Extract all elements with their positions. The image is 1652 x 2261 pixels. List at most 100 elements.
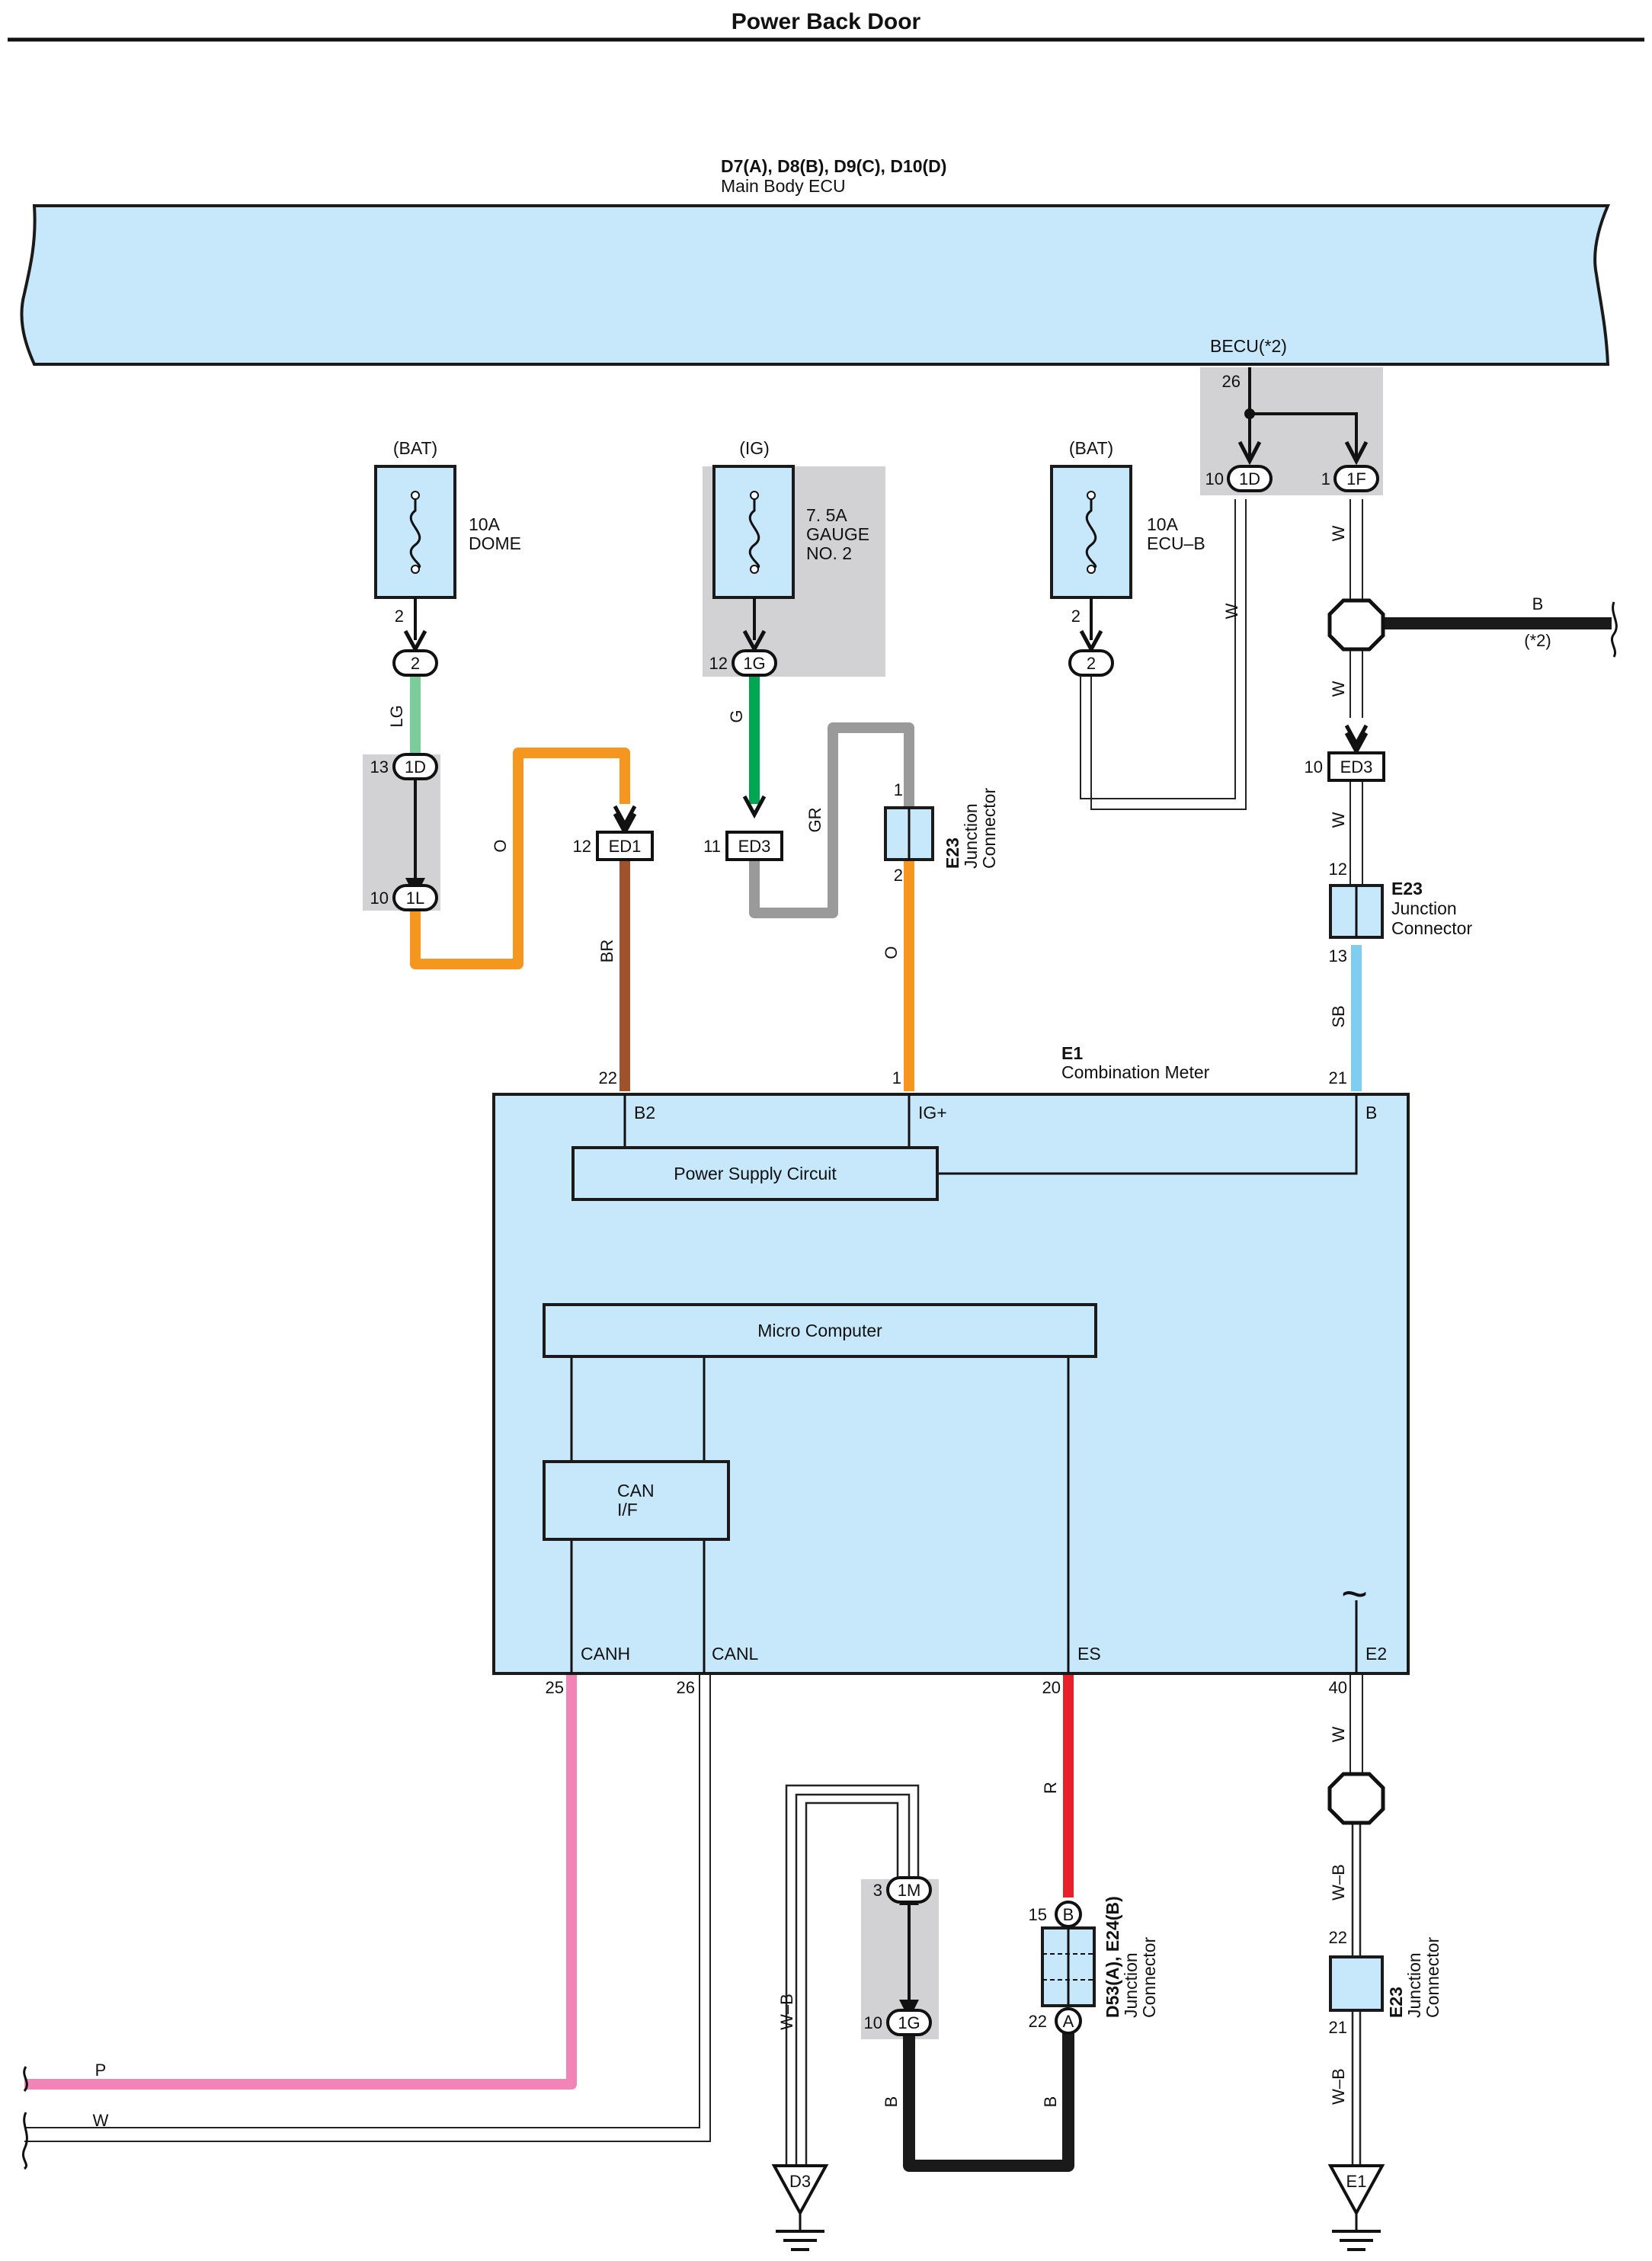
conn-b-circle: B [1055,1901,1082,1928]
conn-a-circle: A [1055,2007,1082,2035]
svg-text:W–B: W–B [1329,1864,1348,1901]
fuse-dome-amp: 10A [469,514,501,534]
svg-text:40: 40 [1329,1678,1347,1697]
svg-text:B: B [882,2096,901,2108]
wire-o-dome [410,748,630,969]
svg-text:ED3: ED3 [738,837,771,856]
wire-p [24,1673,577,2090]
svg-text:12: 12 [1329,860,1347,879]
svg-text:B: B [1532,594,1544,613]
conn-1d-dome: 1D [392,753,438,780]
svg-text:Connector: Connector [1391,918,1472,938]
svg-text:26: 26 [1222,372,1241,391]
svg-text:21: 21 [1329,2018,1347,2037]
svg-text:E23: E23 [943,837,962,869]
terminal-b2: B2 [634,1103,655,1122]
fuse-gauge: (IG) 7. 5A GAUGE NO. 2 [712,438,869,640]
arrow-1d-ecu [1237,440,1262,466]
svg-text:1: 1 [892,1068,901,1087]
svg-text:12: 12 [709,654,728,673]
svg-text:B: B [1041,2096,1060,2108]
fuse-ecub-source: (BAT) [1069,438,1113,458]
ground-d3: D3 [771,2164,829,2251]
svg-text:13: 13 [1329,946,1347,966]
svg-text:22: 22 [599,1068,617,1087]
conn-2-dome: 2 [392,649,438,677]
fuse-ecub-name: ECU–B [1147,533,1205,553]
svg-text:GR: GR [805,808,824,833]
page-title: Power Back Door [732,9,921,34]
svg-text:E23: E23 [1386,1987,1406,2018]
terminal-b: B [1365,1103,1377,1122]
svg-text:ED3: ED3 [1340,757,1373,777]
meter-code: E1 [1061,1043,1083,1063]
junction-e23-bottom-box [1329,1955,1384,2012]
svg-text:Junction: Junction [1391,898,1457,918]
svg-text:2: 2 [1087,654,1096,673]
conn-2-ecub: 2 [1068,649,1114,677]
svg-text:SB: SB [1329,1005,1348,1027]
fuse-gauge-name: GAUGE [806,524,869,544]
svg-text:R: R [1041,1782,1060,1794]
fuse-dome-source: (BAT) [393,438,437,458]
wire-labels: LG O BR G GR O W W W W SB R W W–B W–B W–… [93,525,1551,2130]
svg-text:Connector: Connector [1139,1937,1159,2018]
conn-1m: 1M [886,1876,932,1904]
can-if-label-1: CAN [617,1481,655,1500]
micro-computer-label: Micro Computer [757,1321,882,1340]
ground-e1: E1 [1327,2164,1385,2251]
svg-text:W: W [1222,603,1241,619]
becu-label: BECU(*2) [1210,336,1287,356]
main-body-ecu-box [20,204,1611,366]
fuse-gauge-source: (IG) [739,438,770,458]
svg-text:1G: 1G [743,654,765,673]
svg-text:W–B: W–B [1329,2068,1348,2105]
power-supply-circuit-label: Power Supply Circuit [674,1164,837,1183]
conn-ed3-right: ED3 [1327,751,1385,782]
svg-text:P: P [95,2061,107,2080]
terminal-e2: E2 [1365,1644,1387,1664]
svg-text:22: 22 [1329,1928,1347,1947]
svg-text:G: G [727,709,746,722]
fuse-dome-name: DOME [469,533,521,553]
svg-text:D3: D3 [789,2172,811,2191]
wire-break-right [1610,601,1618,658]
svg-text:D53(A), E24(B): D53(A), E24(B) [1103,1896,1122,2018]
svg-text:Junction: Junction [1404,1952,1424,2018]
svg-text:W: W [1329,525,1348,541]
conn-ed3-gauge: ED3 [725,831,783,861]
svg-text:11: 11 [703,837,721,856]
terminal-es: ES [1077,1644,1101,1664]
splice-octagon-bottom [1327,1772,1385,1825]
junction-d53-label: D53(A), E24(B) Junction Connector [1103,1896,1159,2018]
svg-text:2: 2 [1071,607,1081,626]
ecu-name: Main Body ECU [721,176,846,196]
fuse-gauge-amp: 7. 5A [806,505,847,525]
svg-text:E1: E1 [1346,2172,1367,2191]
terminal-canh: CANH [581,1644,630,1664]
junction-e23-right-box [1329,884,1384,939]
svg-text:B: B [1063,1905,1074,1924]
svg-text:21: 21 [1329,1068,1347,1087]
svg-text:1: 1 [1321,469,1330,488]
svg-text:15: 15 [1029,1905,1047,1924]
svg-text:10: 10 [370,889,389,908]
svg-text:2: 2 [395,607,404,626]
svg-text:W–B: W–B [777,1994,796,2030]
svg-text:2: 2 [411,654,420,673]
svg-text:1D: 1D [1239,469,1260,488]
svg-text:1L: 1L [406,889,424,908]
wire-gr [749,722,914,918]
ecu-split-node [1244,408,1255,419]
junction-e23-top-label: E23 Junction Connector [943,788,999,869]
arrow-1f-ecu [1344,440,1369,466]
svg-text:1M: 1M [898,1881,921,1900]
wb-wires [785,1784,1362,2164]
svg-text:2: 2 [894,866,903,885]
svg-text:20: 20 [1042,1678,1061,1697]
svg-text:ED1: ED1 [609,837,642,856]
svg-text:Junction: Junction [1121,1952,1141,2018]
splice-octagon-top [1327,598,1385,652]
junction-e23-top-box [884,806,934,861]
